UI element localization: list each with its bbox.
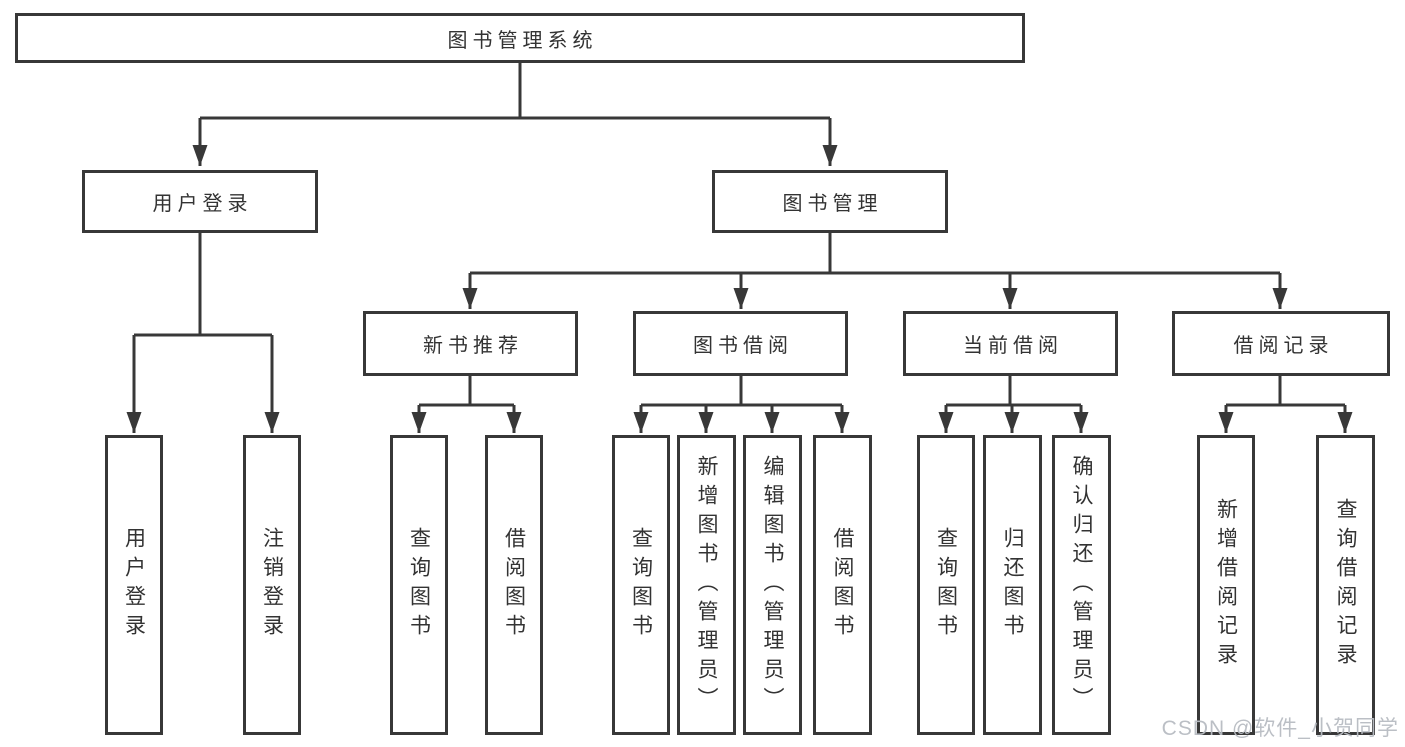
connector-user-login-split	[134, 233, 272, 337]
csdn-watermark: CSDN @软件_小贺同学	[1161, 717, 1399, 740]
connector-borrowing-records-split	[1226, 376, 1345, 407]
leaf-cb-confirm-return-admin: 确认归还（管理员）	[1052, 435, 1111, 735]
node-library-system: 图书管理系统	[15, 13, 1025, 63]
node-borrowing-records: 借阅记录	[1172, 311, 1390, 376]
leaf-br-query-borrow-record: 查询借阅记录	[1316, 435, 1375, 735]
leaf-cb-return-books: 归还图书	[983, 435, 1042, 735]
connector-root-split	[200, 63, 830, 120]
leaf-cb-query-books: 查询图书	[917, 435, 975, 735]
node-book-management: 图书管理	[712, 170, 948, 233]
connector-current-borrowing-split	[946, 376, 1081, 407]
leaf-br-add-borrow-record: 新增借阅记录	[1197, 435, 1255, 735]
leaf-logout: 注销登录	[243, 435, 301, 735]
connector-book-management-split	[470, 233, 1280, 275]
leaf-nb-borrow-books: 借阅图书	[485, 435, 543, 735]
node-book-borrowing: 图书借阅	[633, 311, 848, 376]
leaf-bb-query-books: 查询图书	[612, 435, 670, 735]
connector-book-borrowing-split	[641, 376, 842, 407]
node-user-login: 用户登录	[82, 170, 318, 233]
leaf-nb-query-books: 查询图书	[390, 435, 448, 735]
leaf-bb-edit-books-admin: 编辑图书（管理员）	[743, 435, 802, 735]
leaf-bb-add-books-admin: 新增图书（管理员）	[677, 435, 736, 735]
leaf-bb-borrow-books: 借阅图书	[813, 435, 872, 735]
node-current-borrowing: 当前借阅	[903, 311, 1118, 376]
node-new-book-recommendation: 新书推荐	[363, 311, 578, 376]
leaf-user-login: 用户登录	[105, 435, 163, 735]
connector-new-book-split	[419, 376, 514, 407]
